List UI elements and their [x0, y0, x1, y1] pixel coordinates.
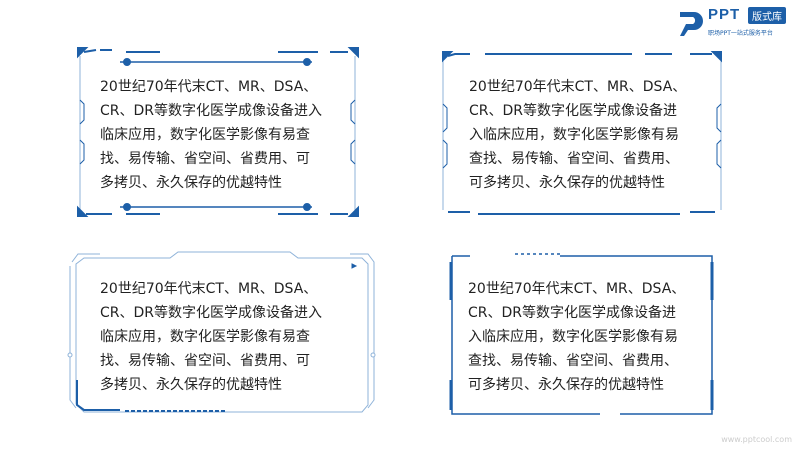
card-3-frame: [67, 251, 376, 413]
card-line: CR、DR等数字化医学成像设备进: [468, 305, 677, 321]
card-line: 可多拷贝、永久保存的优越特性: [469, 175, 665, 191]
card-line: 多拷贝、永久保存的优越特性: [100, 377, 282, 393]
logo: PPT 版式库 职场PPT一站式服务平台: [678, 6, 798, 40]
watermark: www.pptcool.com: [721, 435, 792, 444]
card-line: 找、易传输、省空间、省费用、可: [100, 353, 310, 369]
card-line: CR、DR等数字化医学成像设备进: [469, 103, 678, 119]
card-line: 查找、易传输、省空间、省费用、: [469, 151, 679, 167]
logo-badge: 版式库: [748, 7, 786, 24]
card-line: 临床应用，数字化医学影像有易查: [100, 329, 310, 345]
card-4-text: 20世纪70年代末CT、MR、DSA、 CR、DR等数字化医学成像设备进 入临床…: [468, 277, 685, 397]
card-line: 20世纪70年代末CT、MR、DSA、: [100, 79, 318, 95]
card-line: 20世纪70年代末CT、MR、DSA、: [469, 79, 687, 95]
logo-tagline: 职场PPT一站式服务平台: [708, 30, 773, 37]
card-line: 入临床应用，数字化医学影像有易: [468, 329, 678, 345]
card-line: 临床应用，数字化医学影像有易查: [100, 127, 310, 143]
card-4-frame: [449, 253, 714, 415]
card-line: 可多拷贝、永久保存的优越特性: [468, 377, 664, 393]
card-line: CR、DR等数字化医学成像设备进入: [100, 103, 323, 119]
card-2-frame: [442, 51, 722, 215]
card-2-text: 20世纪70年代末CT、MR、DSA、 CR、DR等数字化医学成像设备进 入临床…: [469, 75, 686, 195]
card-line: 入临床应用，数字化医学影像有易: [469, 127, 679, 143]
card-3-text: 20世纪70年代末CT、MR、DSA、 CR、DR等数字化医学成像设备进入 临床…: [100, 277, 322, 397]
card-line: 多拷贝、永久保存的优越特性: [100, 175, 282, 191]
card-line: 20世纪70年代末CT、MR、DSA、: [468, 281, 686, 297]
card-1-frame: [77, 47, 359, 217]
card-line: 找、易传输、省空间、省费用、可: [100, 151, 310, 167]
card-line: 查找、易传输、省空间、省费用、: [468, 353, 678, 369]
logo-brand: PPT: [708, 6, 741, 23]
logo-p-icon: [680, 12, 703, 36]
card-line: CR、DR等数字化医学成像设备进入: [100, 305, 323, 321]
card-1-text: 20世纪70年代末CT、MR、DSA、 CR、DR等数字化医学成像设备进入 临床…: [100, 75, 322, 195]
card-line: 20世纪70年代末CT、MR、DSA、: [100, 281, 318, 297]
